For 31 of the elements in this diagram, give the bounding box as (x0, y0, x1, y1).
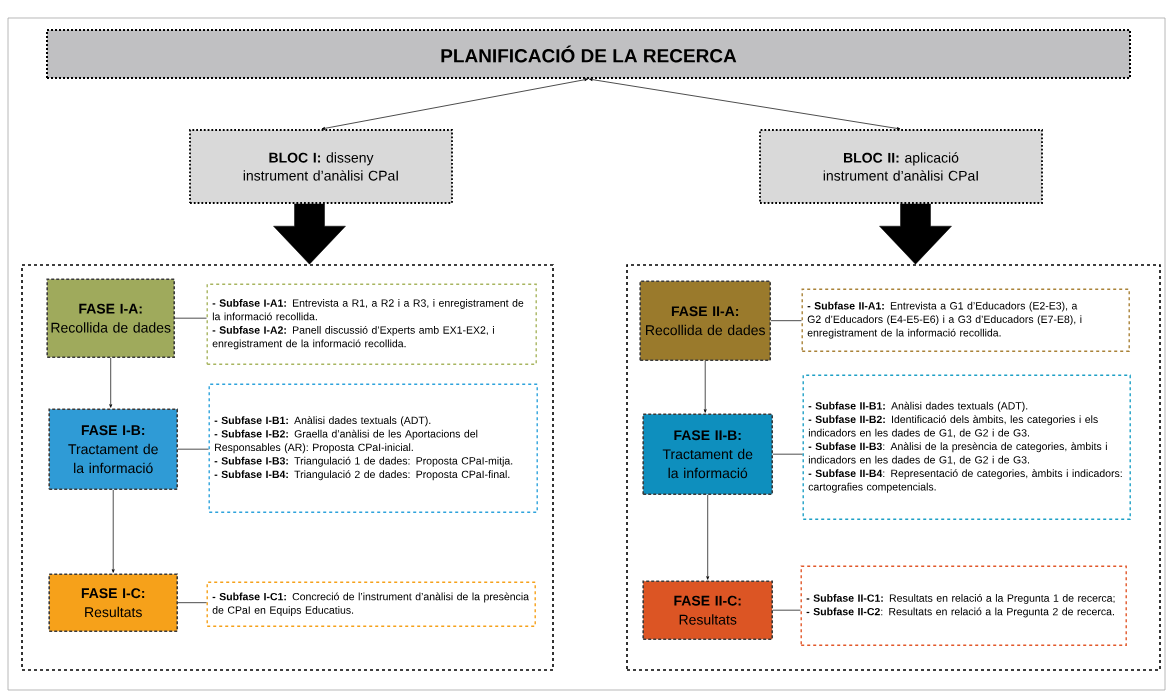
subphase-box: - Subfase I-A1: Entrevista a R1, a R2 i a R3, i enregistrament de la informació recollida. - Subfase I-A2: Panell discussió d’Experts amb EX1-EX2, i enregistrament de la informació recollida. (206, 283, 537, 365)
dashed-frame (21, 264, 554, 671)
subphase-box: - Subfase II-A1: Entrevista a G1 d’Educadors (E2-E3), a G2 d’Educadors (E4-E5-E6) i a G3 d’Educadors (E7-E8), i enregistrament de la informació recollida. (801, 288, 1130, 352)
subphase-box: - Subfase II-C1: Resultats en relació a la Pregunta 1 de recerca; - Subfase II-C2: Resultats en relació a la Pregunta 2 de recerca. (800, 565, 1127, 646)
block-box: BLOC I: disseny instrument d’anàlisi CPaI (189, 129, 453, 204)
block-arrow (879, 203, 952, 265)
connector-line (770, 320, 802, 322)
arrow (321, 78, 588, 130)
connector-line (772, 453, 803, 455)
subphase-box: - Subfase I-C1: Concreció de l’instrument d’anàlisi de la presència de CPaI en Equips Educatius. (206, 581, 536, 627)
subphase-box: - Subfase II-B1: Anàlisi dades textuals (ADT). - Subfase II-B2: Identificació dels àmbits, les categories i els indicadors en les dades de G1, de G2 i de G3. - Subfase II-B3: Anàlisi de la presència de categories, àmbits i indicadors en les dades de G1, de G2 i de G3. - Subfase II-B4: Representació de categories, àmbits i indicadors: cartografies competencials. (802, 374, 1131, 520)
phase-box: FASE I-C: Resultats (48, 573, 178, 632)
arrow (706, 494, 710, 580)
block-arrow (273, 203, 346, 265)
dashed-frame (626, 264, 1161, 671)
connector-line (177, 602, 207, 604)
phase-box: FASE II-C: Resultats (642, 580, 773, 640)
connector-line (772, 609, 801, 611)
arrow (111, 489, 115, 573)
phase-box: FASE II-A: Recollida de dades (639, 280, 771, 361)
arrow (589, 78, 901, 130)
phase-box: FASE I-A: Recollida de dades (46, 278, 175, 358)
block-box: BLOC II: aplicació instrument d’anàlisi CPaI (759, 129, 1043, 204)
connector-line (174, 317, 207, 319)
arrow (703, 360, 707, 413)
phase-box: FASE I-B: Tractament de la informació (48, 408, 178, 490)
connector-line (177, 448, 209, 450)
subphase-box: - Subfase I-B1: Anàlisi dades textuals (ADT). - Subfase I-B2: Graella d’anàlisi de les Aportacions del Responsables (AR): Proposta CPaI-inicial. - Subfase I-B3: Triangulació 1 de dades: Proposta CPaI-mitja. - Subfase I-B4: Triangulació 2 de dades: Proposta CPaI-final. (208, 383, 538, 513)
arrow (109, 357, 113, 408)
phase-box: FASE II-B: Tractament de la informació (642, 413, 773, 495)
title-box: PLANIFICACIÓ DE LA RECERCA (46, 29, 1131, 79)
